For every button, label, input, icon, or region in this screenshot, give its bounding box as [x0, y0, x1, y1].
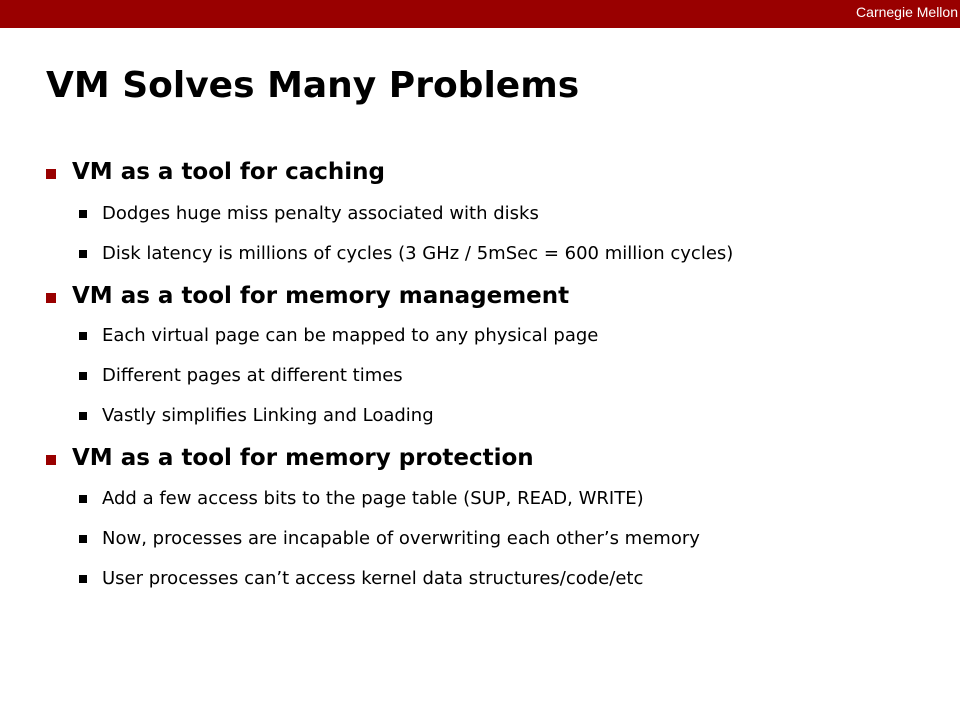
- bullet-text: Vastly simplifies Linking and Loading: [102, 405, 434, 426]
- black-square-bullet-icon: [79, 412, 87, 420]
- black-square-bullet-icon: [79, 250, 87, 258]
- section-heading: VM as a tool for memory protection: [72, 445, 534, 471]
- black-square-bullet-icon: [79, 495, 87, 503]
- bullet-text: Now, processes are incapable of overwrit…: [102, 528, 700, 549]
- org-name: Carnegie Mellon: [856, 4, 958, 20]
- black-square-bullet-icon: [79, 332, 87, 340]
- black-square-bullet-icon: [79, 535, 87, 543]
- black-square-bullet-icon: [79, 575, 87, 583]
- bullet-text: Different pages at different times: [102, 365, 403, 386]
- black-square-bullet-icon: [79, 372, 87, 380]
- bullet-text: Dodges huge miss penalty associated with…: [102, 203, 539, 224]
- black-square-bullet-icon: [79, 210, 87, 218]
- slide-title: VM Solves Many Problems: [46, 65, 580, 106]
- bullet-text: Add a few access bits to the page table …: [102, 488, 644, 509]
- red-square-bullet-icon: [46, 455, 56, 465]
- bullet-text: Disk latency is millions of cycles (3 GH…: [102, 243, 734, 264]
- bullet-text: User processes can’t access kernel data …: [102, 568, 644, 589]
- red-square-bullet-icon: [46, 293, 56, 303]
- bullet-text: Each virtual page can be mapped to any p…: [102, 325, 599, 346]
- section-heading: VM as a tool for memory management: [72, 283, 570, 309]
- header-bar: Carnegie Mellon: [0, 0, 960, 28]
- section-heading: VM as a tool for caching: [72, 159, 385, 185]
- red-square-bullet-icon: [46, 169, 56, 179]
